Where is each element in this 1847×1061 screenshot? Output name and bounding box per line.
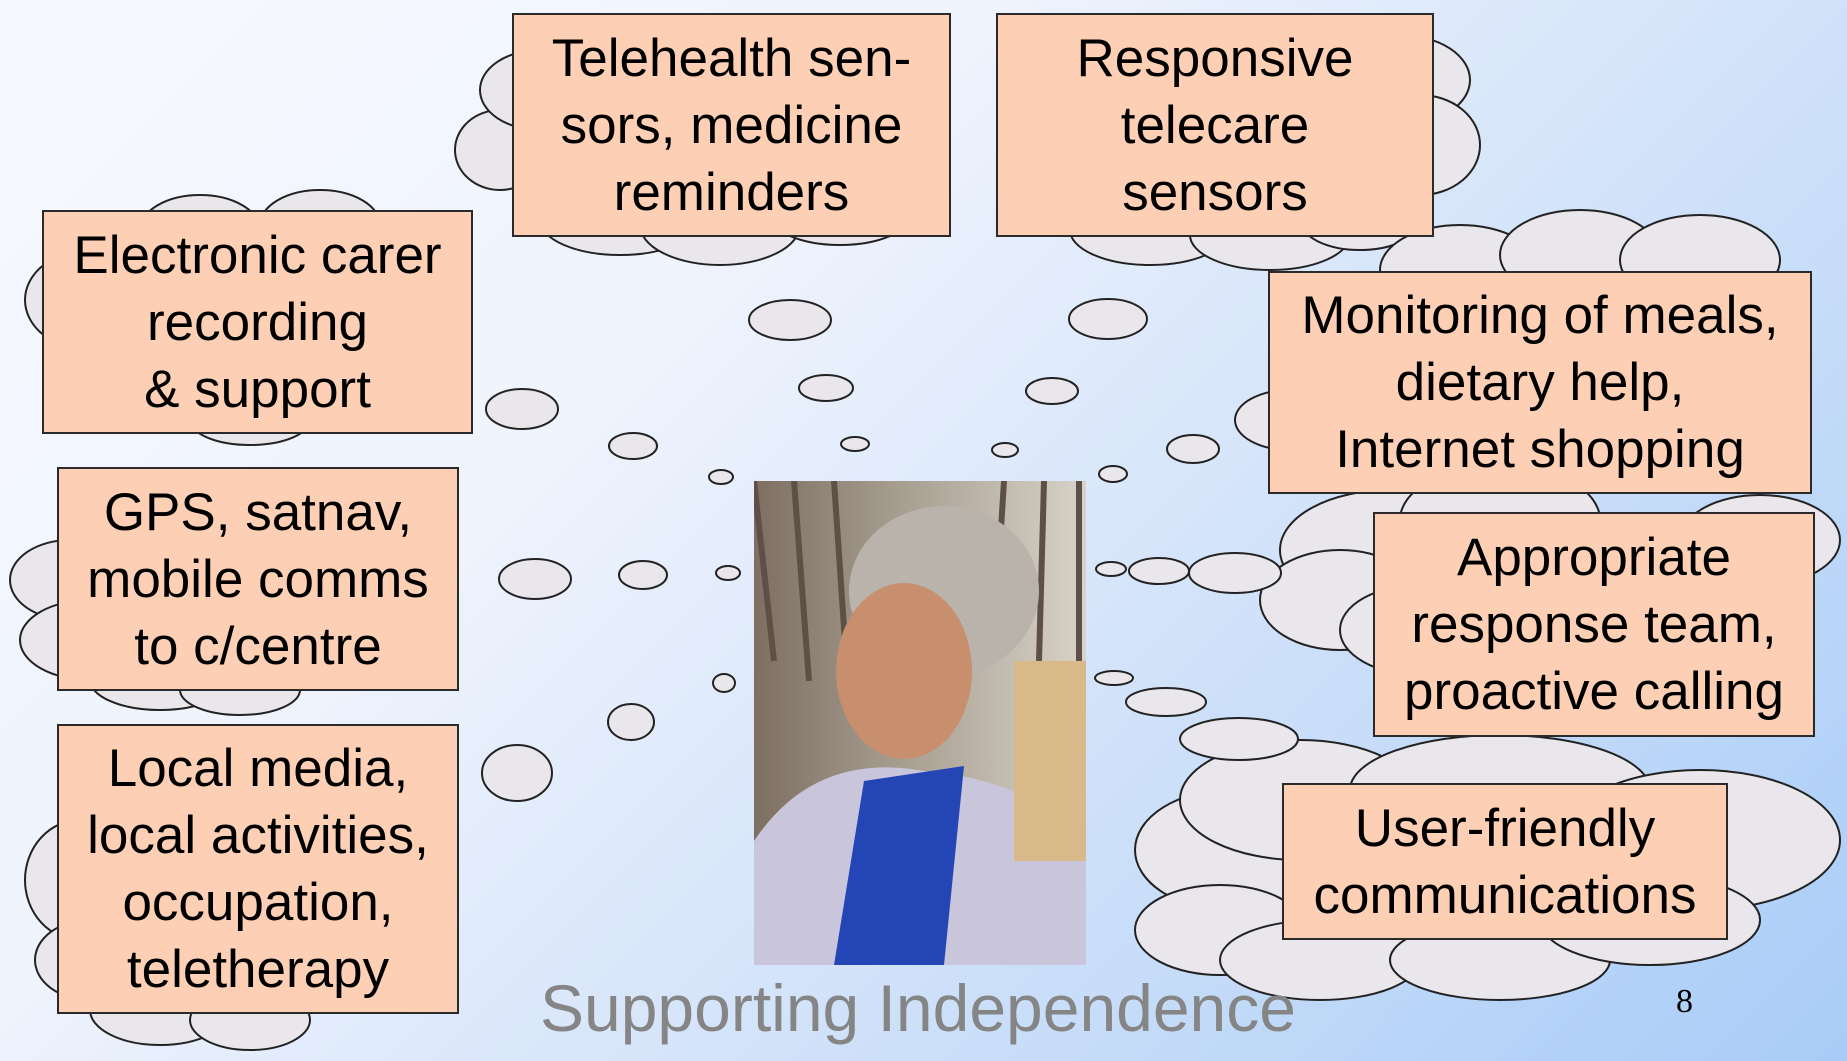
slide-title: Supporting Independence xyxy=(540,971,1296,1045)
bubble-response: Appropriate response team, proactive cal… xyxy=(1373,512,1815,737)
photo-chair xyxy=(1014,661,1086,861)
bubble-telehealth: Telehealth sen- sors, medicine reminders xyxy=(512,13,951,237)
thought-dots xyxy=(481,298,1299,802)
slide-number: 8 xyxy=(1676,983,1693,1020)
elderly-woman-photo xyxy=(754,481,1086,965)
bubble-gps: GPS, satnav, mobile comms to c/centre xyxy=(57,467,459,691)
photo-scarf xyxy=(834,766,964,965)
bubble-telecare: Responsive telecare sensors xyxy=(996,13,1434,237)
bubble-meals: Monitoring of meals, dietary help, Inter… xyxy=(1268,271,1812,494)
photo-face xyxy=(836,583,972,759)
bubble-comms: User-friendly communications xyxy=(1282,783,1728,940)
bubble-carer: Electronic carer recording & support xyxy=(42,210,473,434)
bubble-media: Local media, local activities, occupatio… xyxy=(57,724,459,1014)
